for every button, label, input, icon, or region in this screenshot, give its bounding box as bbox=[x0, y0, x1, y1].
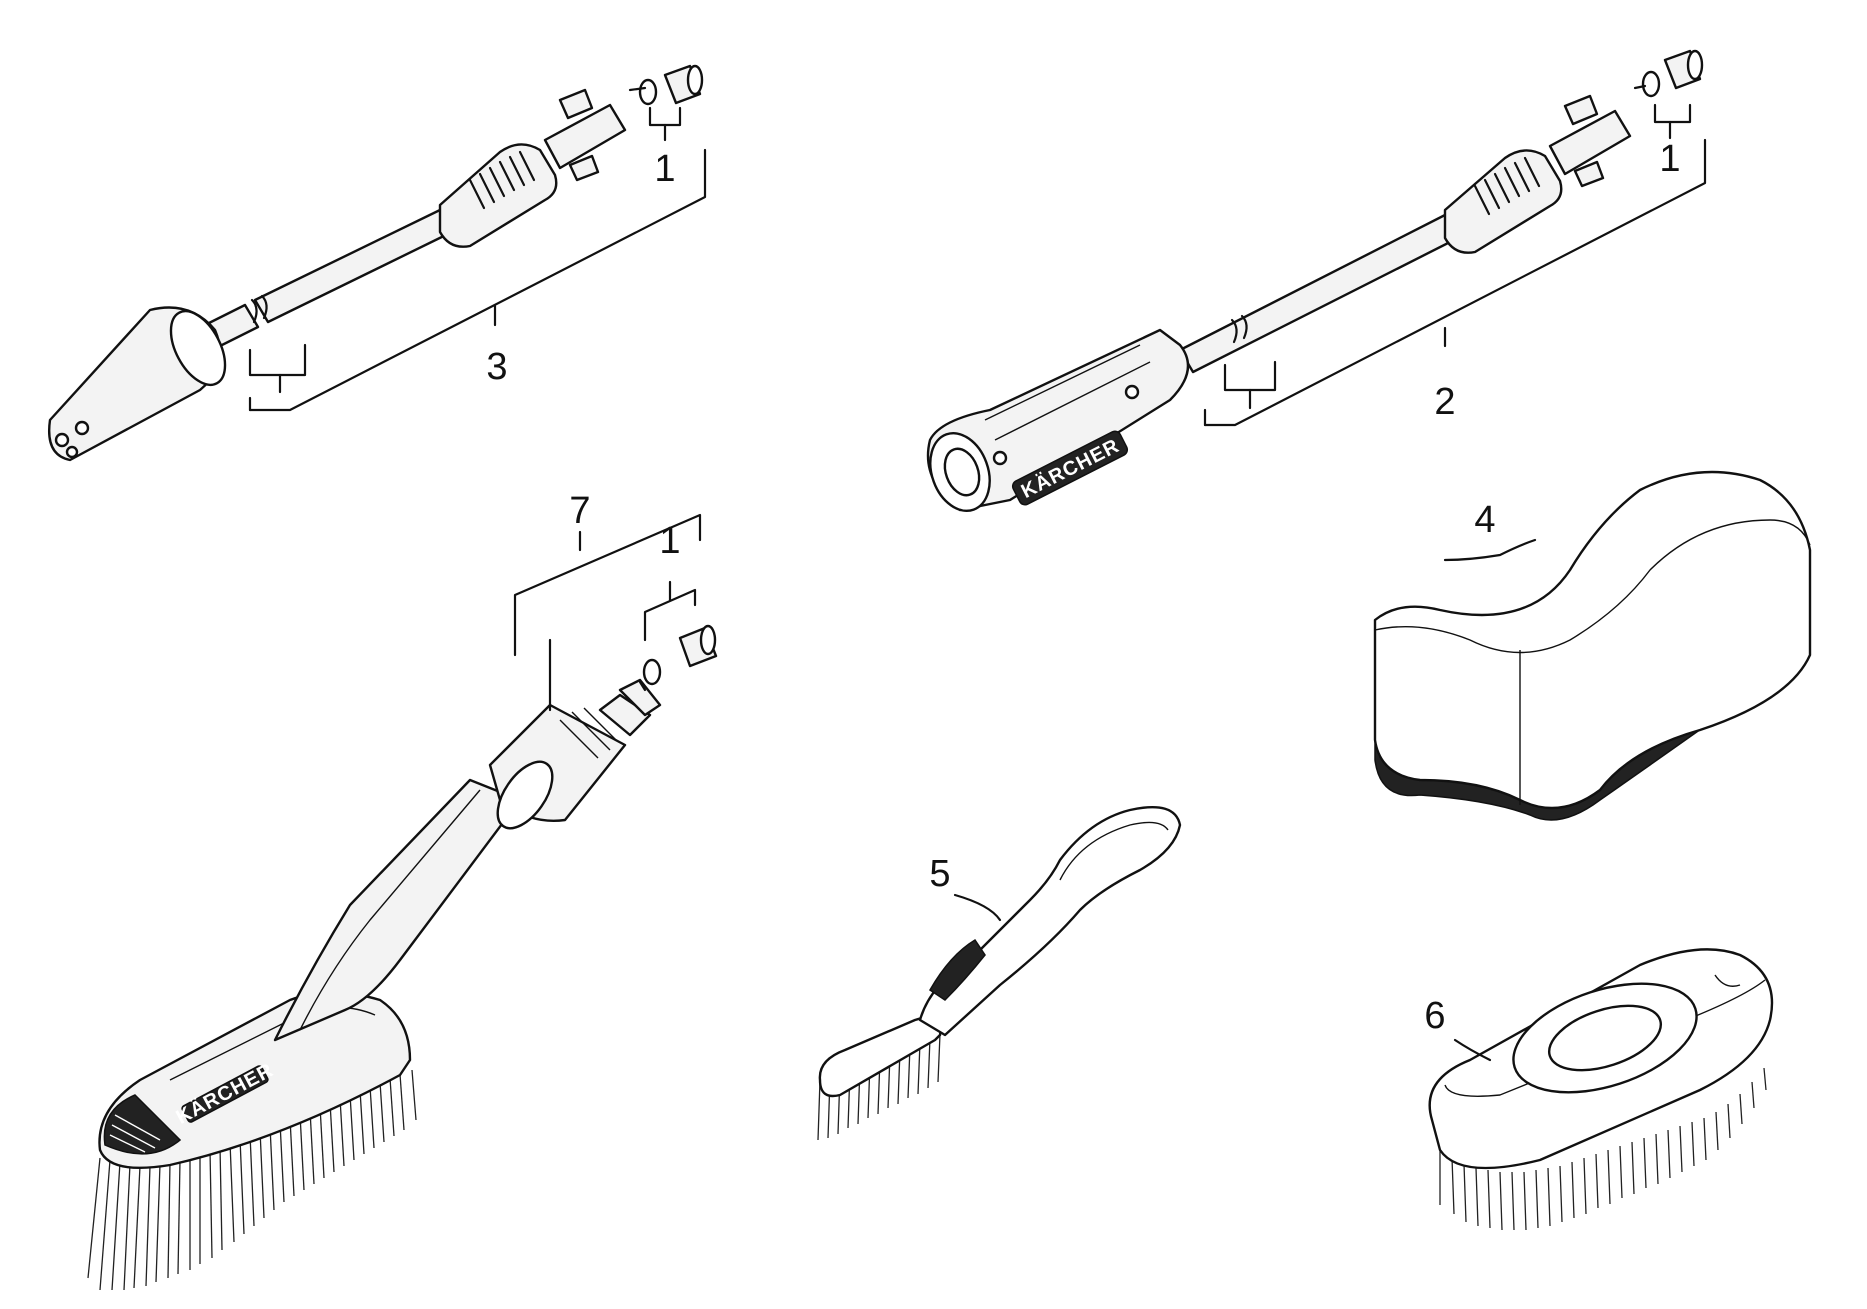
detail-brush-drawing bbox=[817, 806, 1182, 1141]
callout-5-detail-brush: 5 bbox=[929, 853, 950, 895]
rotary-nozzle-lance-drawing bbox=[48, 64, 707, 462]
leader-lines bbox=[953, 538, 1537, 1062]
callout-2-handle-lance: 2 bbox=[1434, 381, 1455, 423]
wash-brush-drawing: KÄRCHER bbox=[87, 513, 718, 1291]
hand-brush-drawing bbox=[1428, 948, 1774, 1231]
sponge-drawing bbox=[1373, 470, 1812, 821]
callout-6-hand-brush: 6 bbox=[1424, 995, 1445, 1037]
callout-4-sponge: 4 bbox=[1474, 499, 1495, 541]
callout-1-nozzle-connector: 1 bbox=[654, 148, 675, 190]
callout-1-wash-brush-connector: 1 bbox=[659, 520, 680, 562]
callout-1-handle-connector: 1 bbox=[1659, 138, 1680, 180]
callout-3-rotary-nozzle-lance: 3 bbox=[486, 346, 507, 388]
handle-lance-drawing: KÄRCHER bbox=[926, 49, 1707, 512]
callout-7-wash-brush: 7 bbox=[569, 490, 590, 532]
